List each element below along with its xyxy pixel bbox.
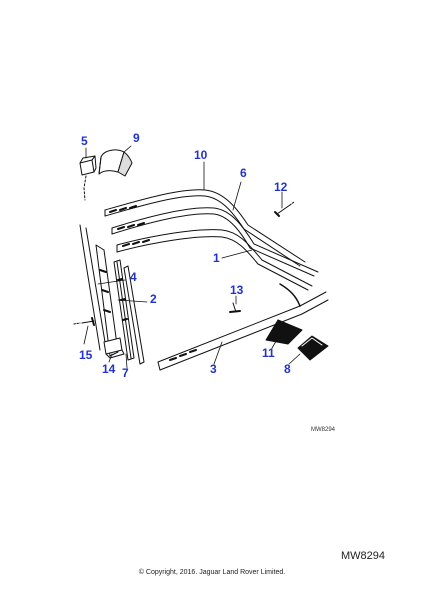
- leader-lines: [83, 145, 301, 369]
- callout-6: 6: [240, 166, 247, 180]
- part-2-pillar-seal: [113, 259, 135, 361]
- part-14-bracket: [103, 337, 125, 359]
- callout-14: 14: [102, 362, 116, 376]
- part-7-pillar-finisher: [123, 265, 145, 365]
- copyright-notice: © Copyright, 2016. Jaguar Land Rover Lim…: [138, 569, 286, 576]
- callout-4: 4: [130, 270, 137, 284]
- diagram-reference-large: MW8294: [341, 550, 386, 562]
- callout-11: 11: [262, 346, 275, 360]
- callout-7: 7: [122, 366, 129, 380]
- part-3-waist-moulding: [157, 283, 329, 371]
- callout-1: 1: [213, 251, 220, 265]
- callout-10: 10: [194, 148, 208, 162]
- callout-3: 3: [210, 362, 217, 376]
- part-1-drip-moulding: [116, 229, 313, 291]
- part-12-screw: [274, 201, 295, 217]
- part-10-upper-seal: [104, 189, 306, 267]
- callout-13: 13: [230, 283, 244, 297]
- part-5-clip: [79, 155, 97, 201]
- part-8-end-cap: [297, 335, 329, 361]
- part-6-finisher: [111, 207, 319, 277]
- callout-15: 15: [79, 348, 93, 362]
- callout-9: 9: [133, 131, 140, 145]
- callout-8: 8: [284, 362, 291, 376]
- callout-12: 12: [274, 180, 288, 194]
- part-4-pillar-trim: [79, 224, 119, 357]
- part-15-screw: [73, 317, 95, 326]
- callout-2: 2: [150, 292, 157, 306]
- part-11-end-cap: [265, 319, 303, 345]
- part-13-screw: [229, 302, 241, 313]
- diagram-reference-small: MW8294: [311, 427, 336, 433]
- part-9-trim-piece: [98, 149, 133, 177]
- callout-5: 5: [81, 134, 88, 148]
